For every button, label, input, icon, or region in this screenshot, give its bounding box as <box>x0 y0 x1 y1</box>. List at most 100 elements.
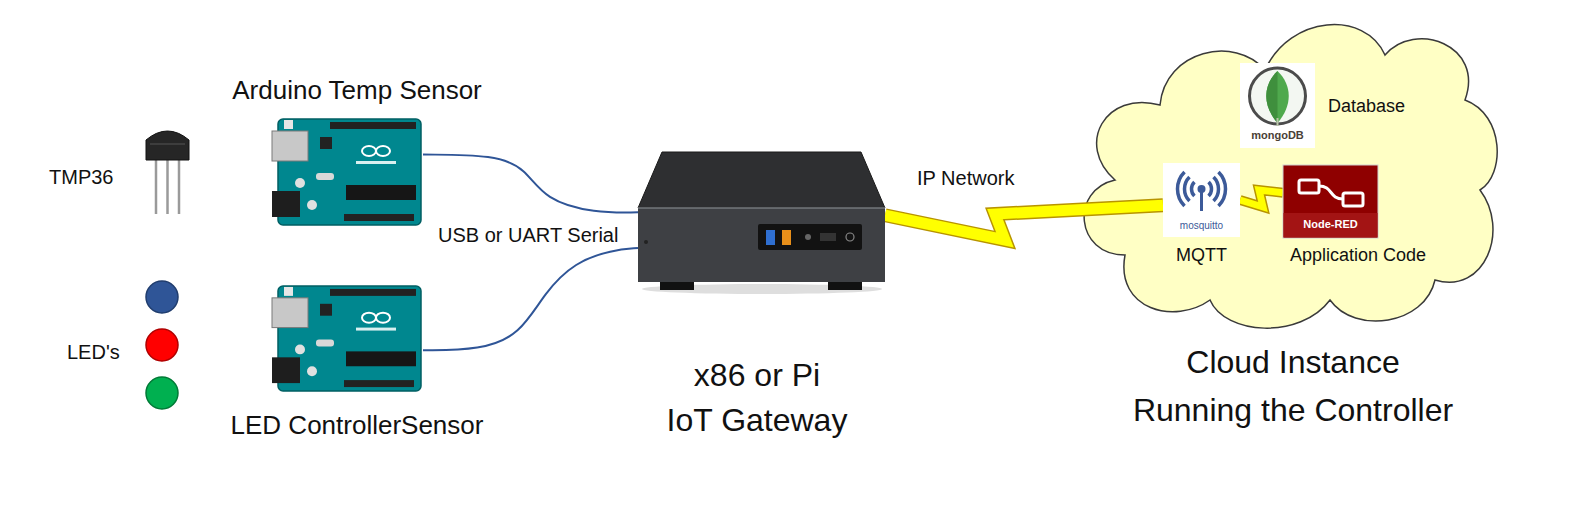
capacitor <box>295 344 305 354</box>
signal-arc <box>1185 177 1190 201</box>
capacitor <box>307 366 317 376</box>
database-icon: mongoDBDatabase <box>1240 63 1315 148</box>
silkscreen <box>356 161 396 164</box>
text-holder: LED's <box>65 340 122 364</box>
header-top <box>330 289 416 296</box>
sensor-marking <box>150 144 185 145</box>
text-holder: MQTT <box>1176 245 1227 267</box>
text-holder: IP Network <box>915 166 1016 190</box>
gateway-title: IoT Gateway <box>667 401 848 439</box>
logo-text: mongoDB <box>1251 129 1304 142</box>
component-label: Application Code <box>1290 245 1426 267</box>
arduino-board-art <box>272 115 423 228</box>
cable <box>423 155 638 213</box>
icon-ring <box>1250 68 1306 124</box>
power-jack <box>272 191 300 217</box>
text-holder: Node-RED <box>1303 218 1357 231</box>
sensor-body <box>146 131 189 160</box>
bolt-outline <box>1240 190 1283 207</box>
cloud-title: Running the Controller <box>1133 391 1453 429</box>
capacitor <box>307 200 317 210</box>
logo-loop <box>376 146 390 156</box>
text-holder: x86 or Pi <box>694 356 820 394</box>
text-holder: Cloud Instance <box>1186 343 1399 381</box>
text-holder: TMP36 <box>47 165 115 189</box>
gateway-title: x86 or Pi <box>694 356 820 394</box>
flow-wire <box>1319 186 1343 199</box>
usb-port <box>272 131 308 161</box>
broker-icon: mosquittoMQTT <box>1163 163 1240 237</box>
power-button <box>846 233 854 241</box>
cloud-region: Cloud InstanceRunning the Controllermong… <box>1065 5 1505 335</box>
signal-arc <box>1178 172 1185 206</box>
header-top <box>330 122 416 129</box>
gateway-box: x86 or PiIoT Gateway <box>638 150 885 295</box>
serial-cable <box>423 248 638 350</box>
icon-ground <box>1283 165 1378 238</box>
side-dot <box>644 240 648 244</box>
front-edge <box>638 207 885 209</box>
text-holder: mosquitto <box>1180 220 1223 232</box>
board-heading: LED ControllerSensor <box>231 410 484 441</box>
board-heading: Arduino Temp Sensor <box>232 75 482 106</box>
text-holder: IoT Gateway <box>667 401 848 439</box>
flow-node <box>1299 180 1319 193</box>
reset-button <box>284 120 293 129</box>
header-bottom <box>344 214 414 221</box>
small-chip <box>320 304 332 316</box>
tmp36-sensor <box>146 131 189 214</box>
text-holder: LED ControllerSensor <box>231 410 484 441</box>
leaf <box>1266 71 1289 123</box>
part-label: LED's <box>65 340 122 364</box>
text-holder: mongoDB <box>1251 129 1304 142</box>
header-bottom <box>344 380 414 387</box>
link-label: USB or UART Serial <box>436 223 620 247</box>
component-label: MQTT <box>1176 245 1227 267</box>
signal-arc <box>1192 182 1195 196</box>
leaf-shade <box>1266 71 1277 123</box>
sensor-leg <box>166 158 169 214</box>
led-group <box>146 281 178 409</box>
bolt-fill <box>1240 190 1283 207</box>
crystal <box>316 173 334 180</box>
text-holder: Application Code <box>1290 245 1426 267</box>
component-label: Database <box>1328 96 1405 118</box>
front-face <box>638 208 885 282</box>
usb-orange <box>782 230 791 245</box>
top-face <box>638 152 885 208</box>
serial-cable <box>423 155 638 213</box>
cloud-outline <box>1084 25 1497 329</box>
lightning-link <box>885 205 1163 240</box>
signal-arc <box>1209 182 1212 196</box>
signal-arc <box>1218 172 1225 206</box>
crystal <box>316 339 334 346</box>
cable <box>423 248 638 350</box>
leaf-stem <box>1277 118 1279 126</box>
gateway-box-art <box>638 150 885 295</box>
text-holder: USB or UART Serial <box>436 223 620 247</box>
foot <box>828 282 862 290</box>
edge-label: IP Network <box>915 166 1016 190</box>
sensor-leg <box>155 158 158 214</box>
arduino-board-art <box>272 282 423 394</box>
bolt-outline <box>885 205 1163 240</box>
capacitor <box>295 178 305 188</box>
logo-text: mosquitto <box>1180 220 1223 232</box>
card-slot <box>820 233 836 241</box>
blue-led <box>146 281 178 313</box>
signal-arc <box>1214 177 1219 201</box>
small-chip <box>320 137 332 149</box>
cloud-title: Cloud Instance <box>1186 343 1399 381</box>
text-holder: Database <box>1328 96 1405 118</box>
arduino-board: Arduino Temp Sensor <box>272 115 423 228</box>
antenna-dot <box>1198 185 1206 193</box>
lightning-link <box>1240 190 1283 207</box>
chip <box>346 185 416 200</box>
icon-ground <box>1163 163 1240 237</box>
logo-loop <box>362 313 376 323</box>
part-label: TMP36 <box>47 165 115 189</box>
text-holder: Arduino Temp Sensor <box>232 75 482 106</box>
logo-loop <box>376 313 390 323</box>
chip <box>346 351 416 366</box>
red-led <box>146 329 178 361</box>
